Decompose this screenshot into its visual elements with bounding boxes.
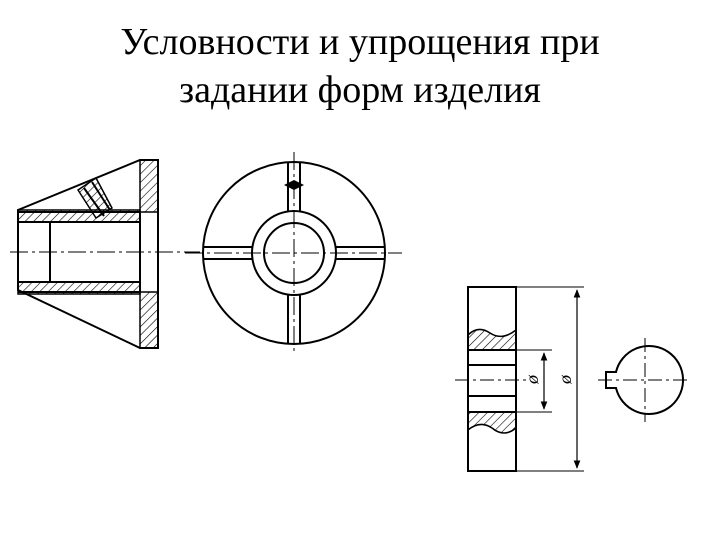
keyed-shaft-section: [605, 345, 684, 415]
shaft-section: [467, 286, 517, 472]
outer-diameter-label: ø: [555, 374, 575, 385]
title-line-2: задании форм изделия: [179, 69, 541, 111]
extension-lines: [516, 286, 584, 472]
slide-title: Условности и упрощения при задании форм …: [0, 18, 720, 114]
upper-break-hatch: [467, 328, 517, 351]
wall-hatch-top: [17, 209, 141, 223]
shaft-outline: [467, 286, 517, 472]
slanted-hole: [76, 176, 113, 220]
section-hatch-top: [139, 159, 159, 213]
keyed-shaft-outline: [605, 345, 684, 415]
wall-hatch-bottom: [17, 281, 141, 295]
title-line-1: Условности и упрощения при: [120, 21, 600, 63]
inner-diameter-label: ø: [522, 374, 542, 385]
lower-break-hatch: [467, 411, 517, 434]
section-hatch-bottom: [139, 291, 159, 349]
